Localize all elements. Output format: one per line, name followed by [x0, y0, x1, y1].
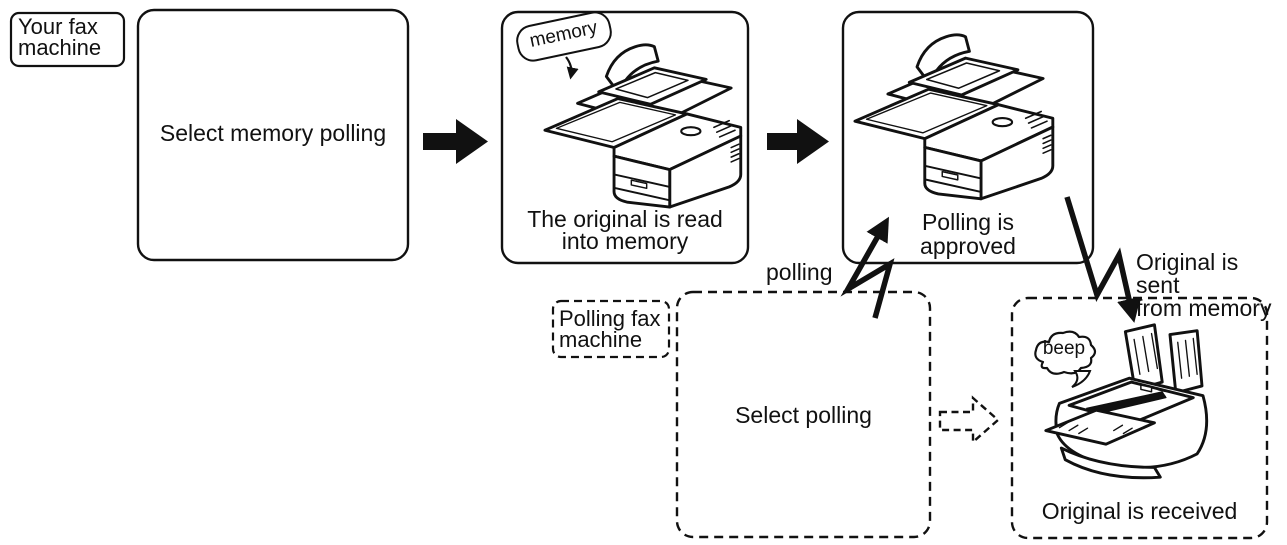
- your-fax-machine-label: Your fax machine: [18, 14, 102, 60]
- beep-bubble-label: beep: [1042, 338, 1086, 359]
- polling-fax-machine-label-frame: [551, 299, 671, 359]
- box-select-memory-polling: [136, 8, 410, 262]
- memory-bubble-tail-icon: [565, 56, 579, 80]
- your-fax-machine-label-frame: [9, 11, 126, 68]
- flow-arrow-2-icon: [767, 119, 829, 164]
- step-original-read-label: The original is read into memory: [527, 206, 723, 254]
- box-select-polling: [675, 290, 932, 539]
- step-polling-approved-label: Polling is approved: [920, 209, 1016, 259]
- step-select-memory-polling-label: Select memory polling: [159, 120, 387, 146]
- step-original-received-label: Original is received: [1041, 498, 1238, 524]
- original-sent-arrow-label: Original is sent from memory: [1136, 249, 1272, 321]
- flow-arrow-1-icon: [423, 119, 488, 164]
- polling-zigzag-arrow-icon: [840, 216, 895, 319]
- polling-fax-machine-label: Polling fax machine: [559, 306, 661, 352]
- beep-speech-bubble: [1034, 330, 1097, 388]
- send-zigzag-arrow-icon: [1064, 196, 1141, 323]
- dashed-flow-arrow-icon: [938, 395, 1000, 445]
- step-select-polling-label: Select polling: [735, 402, 872, 428]
- polling-arrow-label: polling: [766, 259, 833, 285]
